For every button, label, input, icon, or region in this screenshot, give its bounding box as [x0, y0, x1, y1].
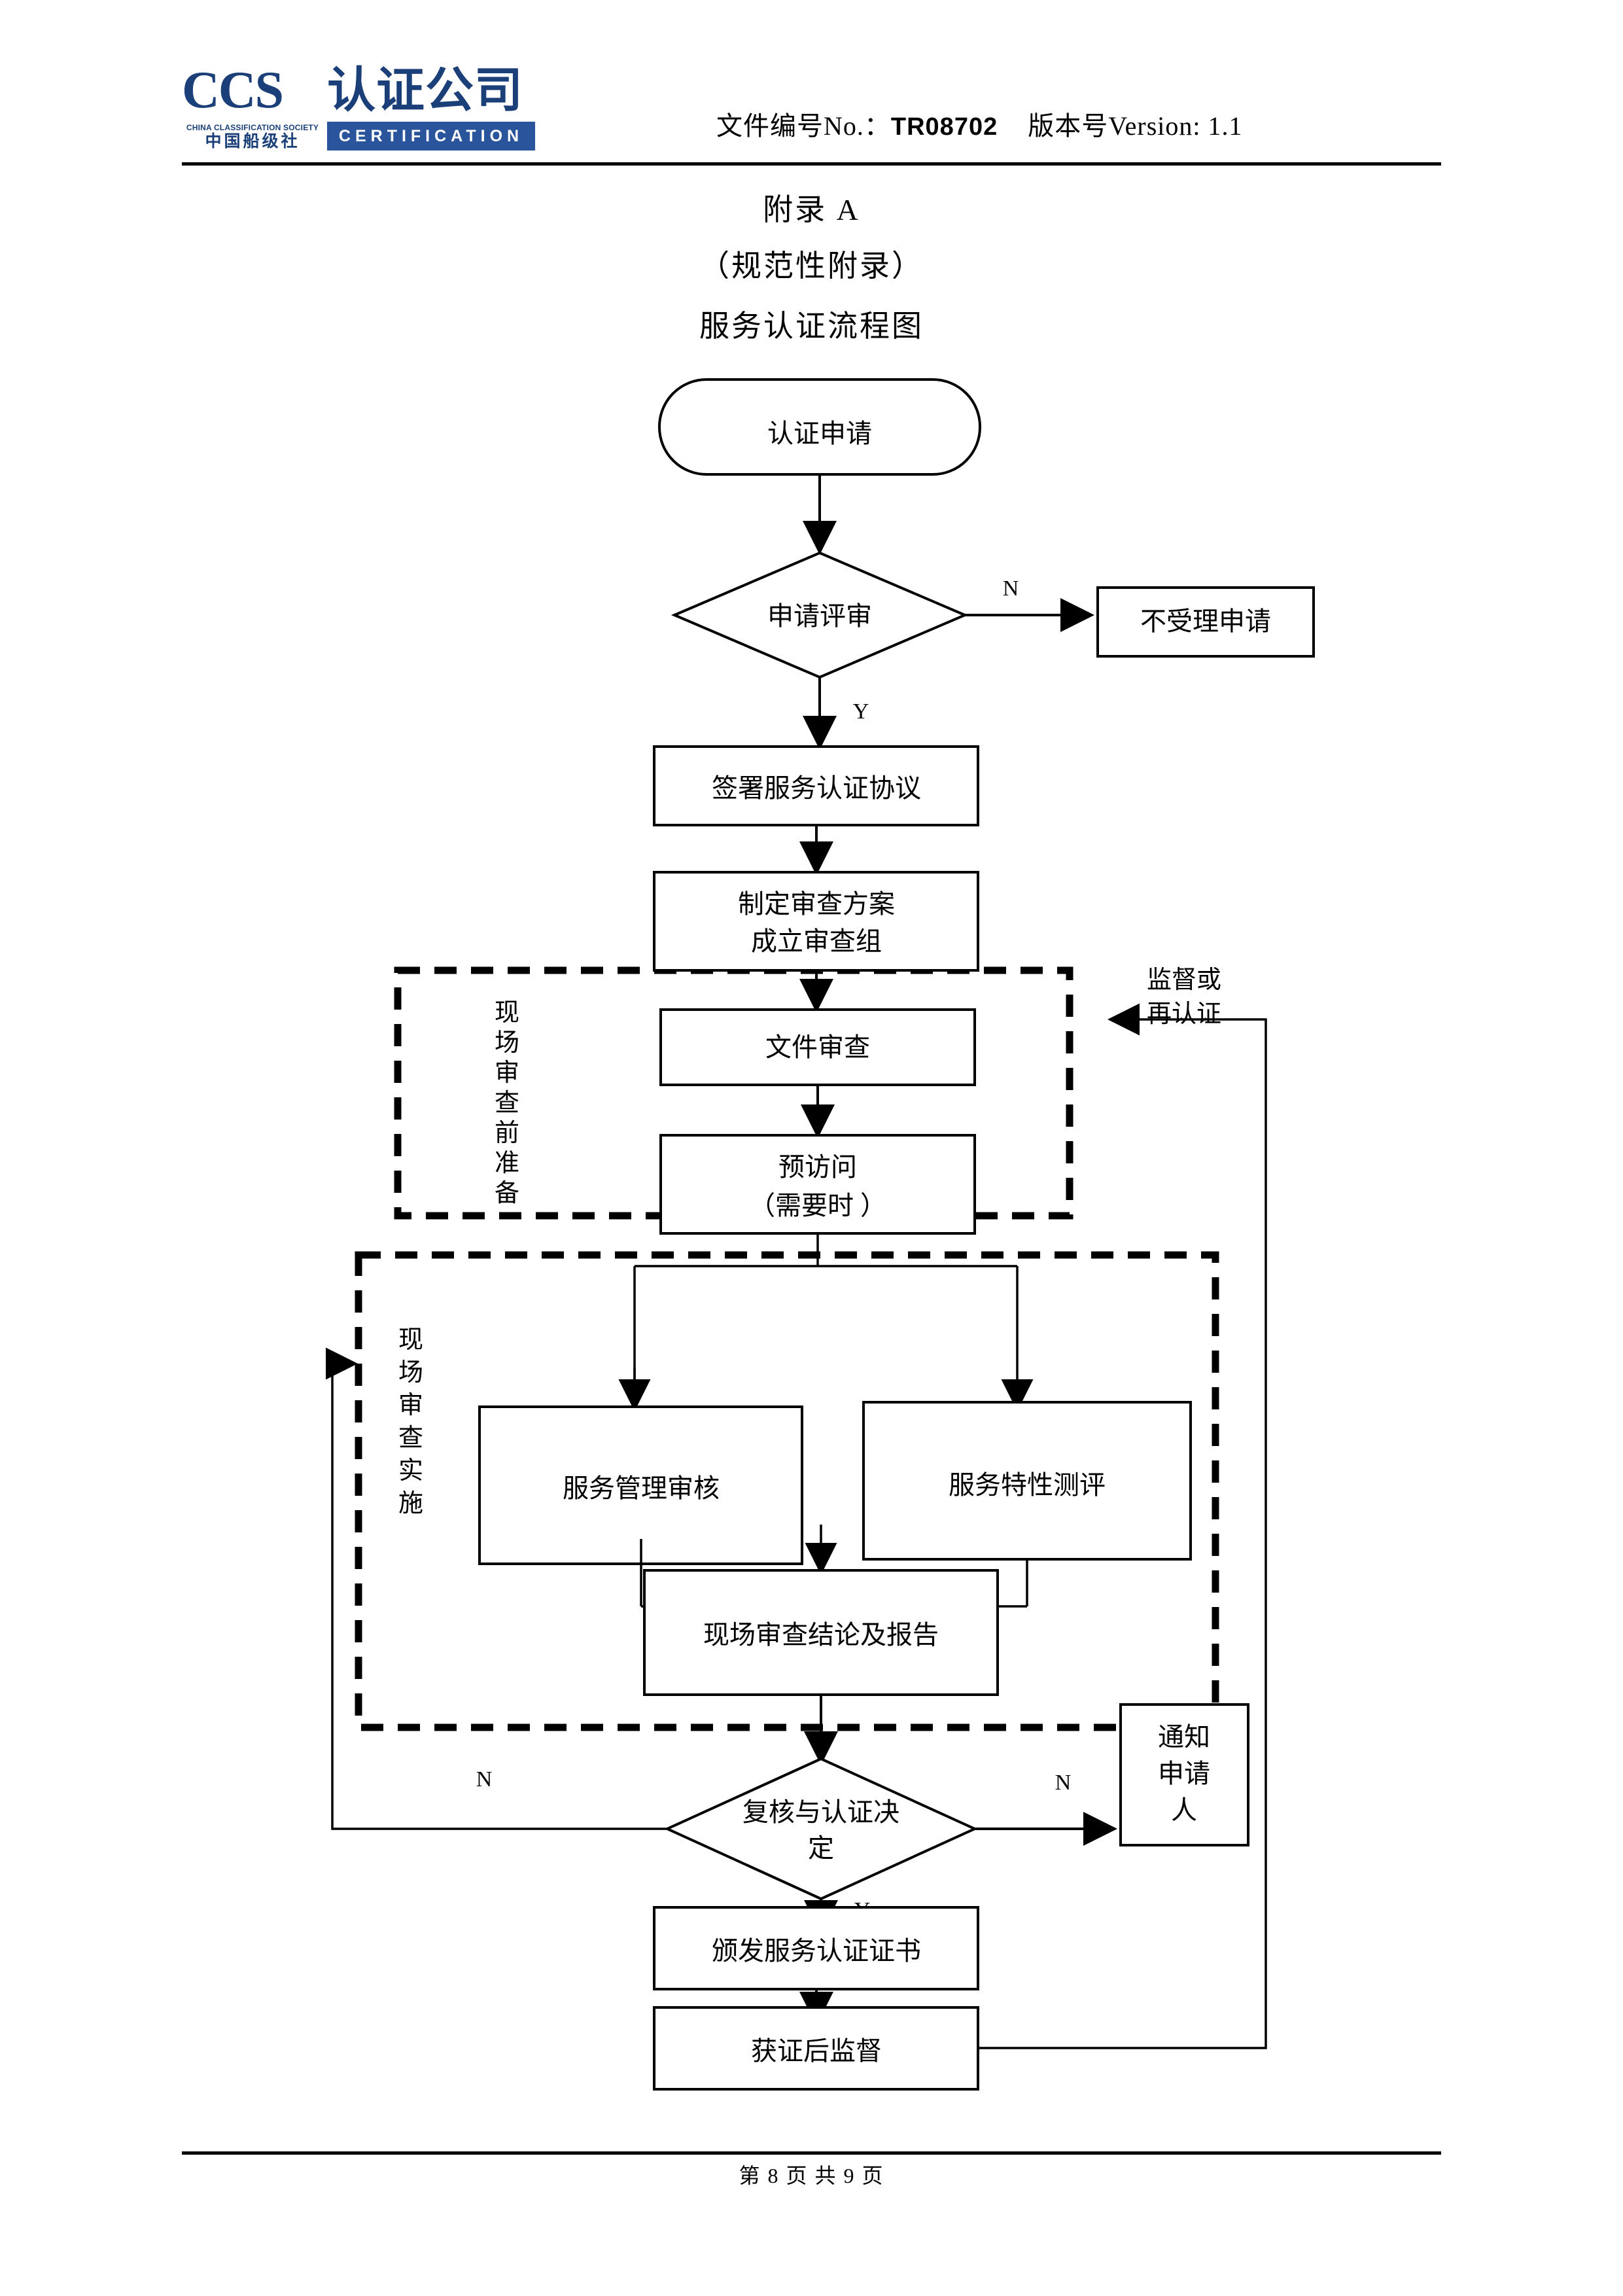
node-review-and-decision [664, 1757, 978, 1901]
version-value: 1.1 [1208, 111, 1243, 141]
node-label-review-and-decision-cont: 定 [808, 1833, 834, 1863]
ccs-mark-text: CCS [182, 62, 284, 119]
node-label-service-management-audit: 服务管理审核 [563, 1474, 720, 1503]
edge-label-n11-no-right: N [1055, 1771, 1072, 1795]
annotation-surveillance-recert: 监督或再认证 [1147, 966, 1221, 1028]
node-label-document-review: 文件审查 [765, 1033, 870, 1062]
group-label-site-review-execution: 现场审查实施 [398, 1326, 423, 1517]
edge-label-n11-no-left: N [476, 1767, 493, 1792]
page-number: 第 8 页 共 9 页 [739, 2164, 884, 2187]
node-site-review-conclusion-report [643, 1569, 999, 1696]
node-document-review [659, 1008, 976, 1086]
node-pre-visit [659, 1134, 976, 1235]
node-service-management-audit [478, 1405, 803, 1565]
node-label-issue-certificate: 颁发服务认证证书 [712, 1936, 921, 1966]
node-label-pre-visit-note: （需要时 ） [749, 1191, 886, 1220]
page-header: CCS 认证公司 CHINA CLASSIFICATION SOCIETY 中国… [0, 0, 1623, 177]
ccs-logo: CCS 认证公司 CHINA CLASSIFICATION SOCIETY 中国… [182, 62, 535, 150]
node-label-service-characteristic-evaluation: 服务特性测评 [949, 1470, 1106, 1500]
edge-n14-surveillance-loop [978, 1003, 1267, 2049]
node-label-sign-agreement: 签署服务认证协议 [712, 773, 921, 803]
node-label-plan: 制定审查方案 [738, 889, 895, 919]
node-plan-and-team [653, 871, 979, 972]
version-label: 版本号Version: [1028, 111, 1201, 141]
node-label-team: 成立审查组 [751, 927, 882, 956]
node-label-certification-application: 认证申请 [767, 419, 872, 448]
document-info-line: 文件编号No.：TR08702 版本号Version: 1.1 [716, 105, 1243, 143]
edge-merge-bus [640, 1559, 1028, 1608]
logo-top-row: CCS 认证公司 [182, 62, 535, 122]
logo-english-society: CHINA CLASSIFICATION SOCIETY [186, 123, 319, 132]
node-notify-applicant [1119, 1703, 1249, 1846]
logo-chinese-name: 认证公司 [327, 62, 523, 118]
logo-chinese-society: 中国船级社 [205, 132, 300, 150]
edge-n11-no-loopback [326, 1347, 667, 1830]
node-label-review-and-decision: 复核与认证决 [742, 1797, 899, 1827]
node-reject-application [1096, 586, 1315, 658]
group-label-pre-site-review: 现场审查前准备 [495, 999, 519, 1207]
flowchart-title: 服务认证流程图 [699, 309, 924, 343]
node-label-reject-application: 不受理申请 [1140, 607, 1271, 636]
node-label-pre-visit: 预访问 [778, 1152, 857, 1182]
logo-certification-text: CERTIFICATION [338, 127, 524, 145]
node-label-notify-applicant: 通知申请人 [1158, 1722, 1210, 1825]
group-box-site-review-execution [355, 1251, 1219, 1731]
node-post-certification-surveillance [653, 2006, 979, 2091]
header-rule [182, 162, 1441, 166]
appendix-title: 附录 A [763, 193, 860, 226]
edge-label-n2-yes: Y [853, 699, 869, 724]
logo-certification-band: CERTIFICATION [327, 122, 535, 150]
doc-no-label: 文件编号No.： [716, 111, 891, 141]
doc-no-value: TR08702 [890, 113, 998, 141]
footer-rule [182, 2151, 1441, 2155]
ccs-wordmark: CCS [182, 62, 284, 119]
node-label-site-review-conclusion-report: 现场审查结论及报告 [703, 1620, 939, 1650]
node-service-characteristic-evaluation [862, 1401, 1192, 1561]
node-label-application-review: 申请评审 [767, 601, 872, 631]
edge-label-n2-no: N [1003, 576, 1019, 601]
appendix-subtitle: （规范性附录） [699, 249, 924, 283]
node-label-post-certification-surveillance: 获证后监督 [751, 2036, 882, 2066]
